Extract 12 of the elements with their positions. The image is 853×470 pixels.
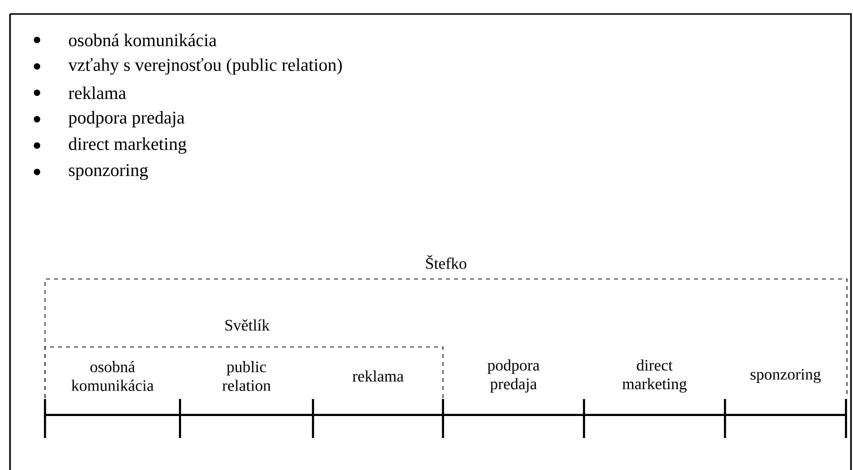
- list-item: podpora predaja: [68, 111, 184, 128]
- segment-label: sponzoring: [750, 368, 821, 383]
- segment-label: reklama: [352, 370, 404, 382]
- list-item: reklama: [68, 86, 126, 100]
- segment-label: direct marketing: [622, 359, 687, 393]
- list-item: direct marketing: [68, 137, 186, 154]
- list-item: osobná komunikácia: [68, 34, 216, 46]
- segment-label: osobná komunikácia: [72, 361, 154, 391]
- list-item: vzťahy s verejnosťou (public relation): [68, 58, 342, 75]
- list-item: sponzoring: [69, 164, 148, 180]
- segment-label: podpora predaja: [488, 359, 540, 393]
- segment-label: public relation: [222, 361, 271, 391]
